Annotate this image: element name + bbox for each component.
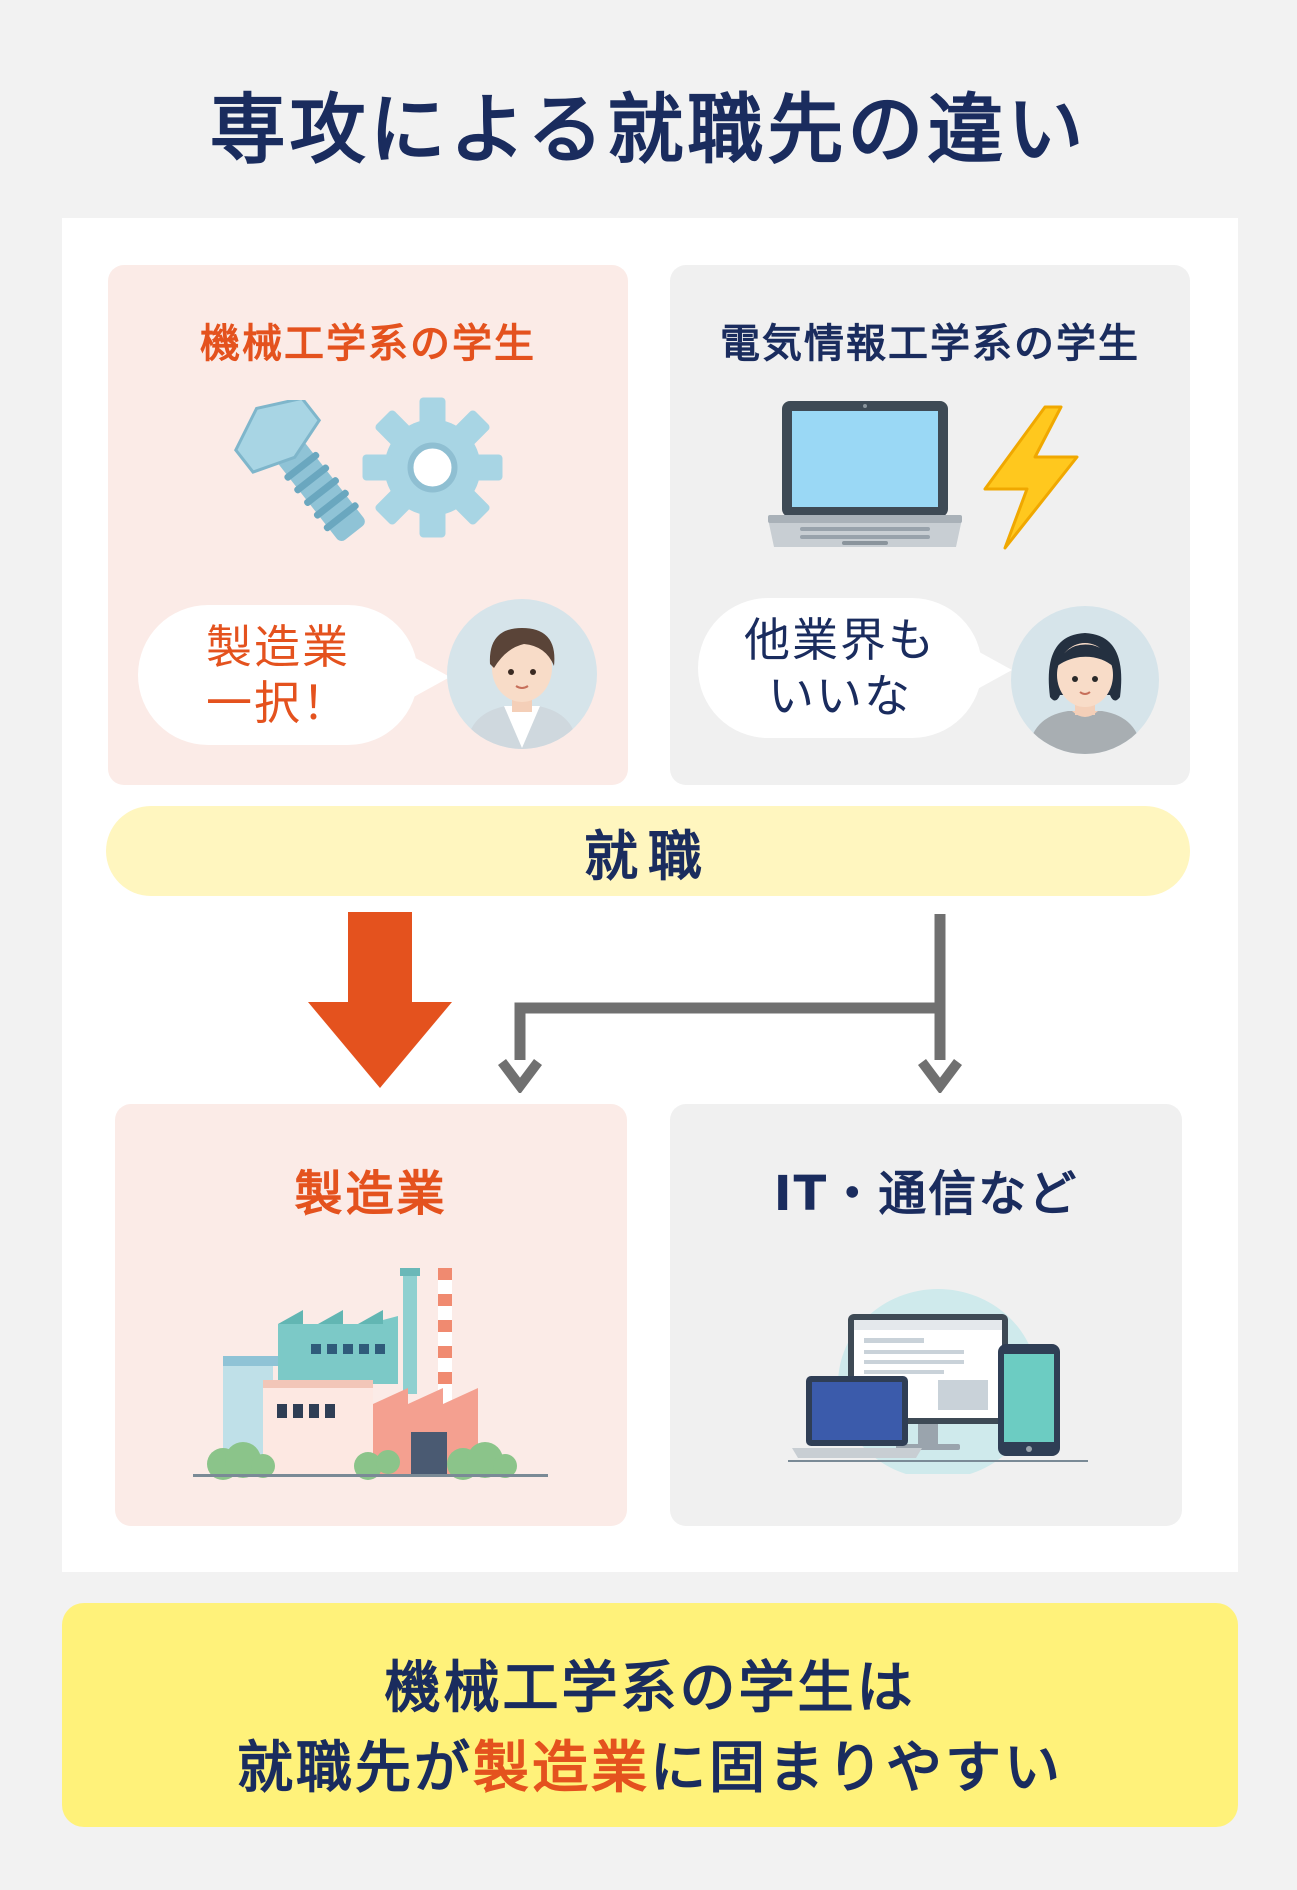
summary-line2: 就職先が製造業に固まりやすい [62, 1723, 1238, 1804]
bolt-icon [234, 400, 365, 541]
summary-line1: 機械工学系の学生は [384, 1656, 916, 1721]
gray-branching-arrow [498, 914, 962, 1093]
it-title: IT・通信など [773, 1166, 1079, 1222]
summary-highlight: 製造業 [473, 1736, 650, 1801]
mechanical-bubble-line2: 一択！ [206, 676, 350, 730]
mechanical-speech-bubble: 製造業 一択！ [138, 605, 418, 745]
orange-down-arrow [308, 912, 452, 1088]
page-title: 専攻による就職先の違い [209, 85, 1088, 174]
summary-line2-part2: に固まりやすい [650, 1736, 1063, 1801]
laptop-icon [768, 401, 962, 547]
female-student-avatar [1011, 606, 1159, 754]
mechanical-card-title: 機械工学系の学生 [200, 321, 536, 367]
factory-icon [193, 1268, 548, 1480]
summary-line2-part1: 就職先が [237, 1736, 473, 1801]
mechanical-bubble-tail [410, 655, 450, 699]
manufacturing-destination-card: 製造業 [115, 1104, 627, 1526]
electrical-bubble-tail [972, 648, 1012, 692]
job-hunting-bar: 就職 [106, 806, 1190, 896]
male-student-avatar [447, 599, 597, 749]
devices-icon [788, 1289, 1088, 1474]
lightning-icon [983, 405, 1079, 550]
it-destination-card: IT・通信など [670, 1104, 1182, 1526]
gear-icon [362, 397, 503, 538]
mechanical-bubble-line1: 製造業 [206, 620, 350, 674]
mechanical-student-card: 機械工学系の学生 [108, 265, 628, 785]
manufacturing-title: 製造業 [294, 1166, 448, 1222]
electrical-speech-bubble: 他業界も いいな [698, 598, 982, 738]
electrical-bubble-line2: いいな [768, 669, 912, 723]
summary-box: 機械工学系の学生は 就職先が製造業に固まりやすい [62, 1603, 1238, 1827]
electrical-card-title: 電気情報工学系の学生 [720, 321, 1140, 367]
electrical-bubble-line1: 他業界も [744, 613, 936, 667]
electrical-student-card: 電気情報工学系の学生 他業界も いいな [670, 265, 1190, 785]
